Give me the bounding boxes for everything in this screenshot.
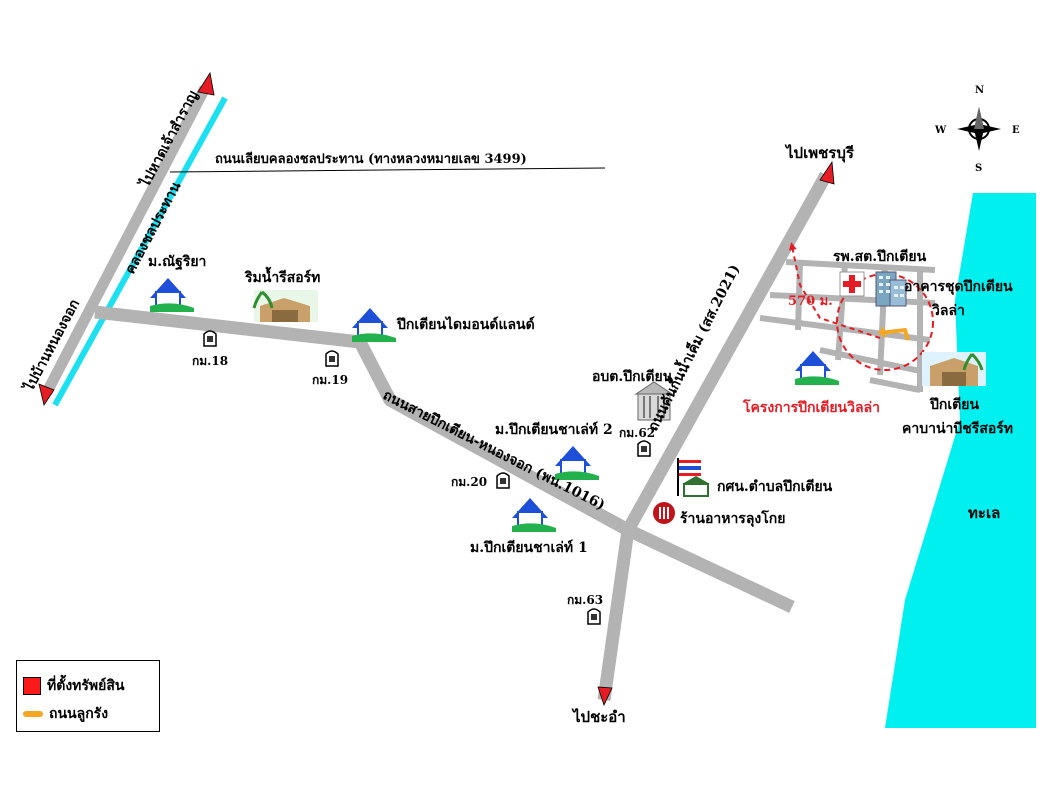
- house-icon-project: [795, 351, 839, 385]
- compass-e: E: [1012, 125, 1020, 136]
- condo-label-line2: วิลล่า: [931, 303, 965, 319]
- hospital-label: รพ.สต.ปึกเตียน: [833, 248, 927, 265]
- phetchaburi-label: ไปเพชรบุรี: [784, 143, 855, 163]
- legend-property-label: ที่ตั้งทรัพย์สิน: [47, 678, 125, 694]
- sea-area: [885, 193, 1036, 728]
- km-marker-icon: [587, 608, 601, 625]
- distance-label: 570 ม.: [788, 294, 833, 309]
- riverside-resort-icon: [252, 290, 318, 322]
- canal-road-south-arrow: [38, 383, 55, 406]
- sea-label: ทะเล: [968, 504, 1000, 522]
- restaurant-label: ร้านอาหารลุงโกย: [680, 509, 785, 527]
- government-office-icon: [634, 381, 674, 421]
- compass-n: N: [975, 85, 984, 96]
- km-marker-icon: [496, 472, 510, 489]
- km-marker-icon: [203, 330, 217, 347]
- canal-road-callout-line: [169, 167, 606, 173]
- map-legend: ที่ตั้งทรัพย์สิน ถนนลูกรัง: [16, 660, 160, 732]
- project-label: โครงการปึกเตียนวิลล่า: [742, 398, 880, 416]
- canal-road-north-arrow: [197, 71, 215, 96]
- phetchaburi-arrow: [819, 160, 835, 185]
- house-icon-chalet2: [555, 446, 599, 480]
- cha-am-arrow: [597, 686, 613, 707]
- cabana-label-line1: ปึกเตียน: [929, 396, 980, 413]
- route-dashed: [788, 242, 881, 339]
- property-location-marker: [879, 327, 910, 341]
- condo-building-icon: [875, 271, 907, 307]
- legend-access-road-label: ถนนลูกรัง: [49, 706, 109, 722]
- restaurant-icon: [653, 502, 675, 524]
- km-label: กม.62: [619, 426, 655, 440]
- km-label: กม.19: [312, 373, 348, 387]
- km-marker-icon: [325, 350, 339, 367]
- cha-am-label: ไปชะอำ: [571, 707, 626, 726]
- beach-resort-icon: [922, 352, 986, 386]
- hospital-icon: [839, 271, 865, 297]
- km-label: กม.18: [192, 354, 228, 368]
- compass-rose-icon: [957, 107, 1001, 151]
- irrigation-canal: [52, 96, 228, 407]
- chalet1-label: ม.ปึกเตียนชาเล่ท์ 1: [470, 539, 588, 556]
- kor-sor-nor-label: กศน.ตำบลปึกเตียน: [717, 478, 833, 495]
- house-icon-natriya: [150, 278, 194, 312]
- hat-chao-samran-label: ไปหาดเจ้าสำราญ: [135, 87, 202, 191]
- school-flag-icon: [677, 458, 710, 497]
- compass-s: S: [975, 163, 982, 174]
- compass-w: W: [934, 125, 947, 136]
- canal-road-callout: ถนนเลียบคลองชลประทาน (ทางหลวงหมายเลข 349…: [215, 151, 527, 167]
- legend-access-road-row: ถนนลูกรัง: [23, 703, 108, 725]
- condo-label-line1: อาคารชุดปึกเตียน: [904, 278, 1013, 295]
- rim-nam-resort-label: ริมน้ำรีสอร์ท: [244, 266, 321, 286]
- diamond-land-label: ปึกเตียนไดมอนด์แลนด์: [396, 315, 535, 333]
- km-marker-icon: [637, 440, 651, 457]
- obt-label: อบต.ปึกเตียน: [592, 368, 673, 385]
- house-icon-diamond-land: [352, 308, 396, 342]
- km-label: กม.63: [567, 593, 603, 607]
- property-marker-icon: [23, 677, 41, 695]
- km-label: กม.20: [451, 475, 487, 489]
- legend-property-row: ที่ตั้งทรัพย์สิน: [23, 675, 124, 697]
- natriya-label: ม.ณัฐริยา: [148, 254, 206, 271]
- cabana-label-line2: คาบาน่าบีชรีสอร์ท: [902, 420, 1013, 437]
- house-icon-chalet1: [512, 498, 556, 532]
- chalet2-label: ม.ปึกเตียนชาเล่ท์ 2: [495, 421, 613, 438]
- canal-road: [42, 85, 210, 395]
- khan-nam-road: [597, 171, 832, 701]
- main-road: [94, 305, 795, 613]
- access-road-swatch-icon: [23, 711, 43, 717]
